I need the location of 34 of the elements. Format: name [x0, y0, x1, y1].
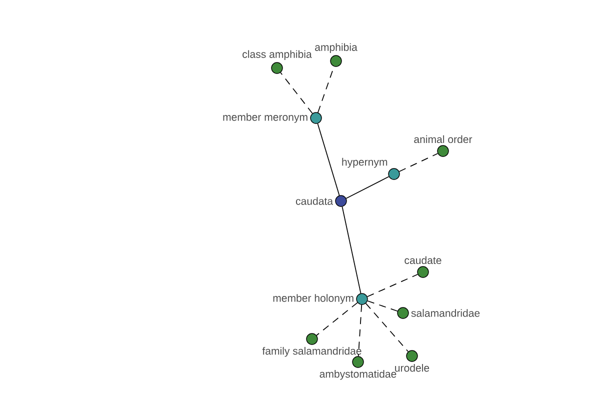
connector-line [346, 176, 390, 199]
dashed-line [280, 72, 313, 114]
node-label: animal order [414, 135, 472, 144]
graph-node: urodele [395, 350, 430, 372]
dashed-line [358, 304, 362, 357]
node-label: class amphibia [242, 50, 312, 60]
graph-node: animal order [414, 135, 472, 157]
node-label: caudate [404, 256, 442, 264]
graph-node: caudata [296, 195, 347, 207]
graph-node: family salamandridae [262, 333, 362, 357]
dashed-line [365, 302, 409, 352]
connector-line [317, 123, 340, 196]
node-label: hypernym [342, 158, 388, 168]
graph-node: member meronym [223, 112, 322, 124]
node-label: amphibia [315, 43, 358, 54]
dashed-line [316, 302, 358, 336]
graph-node: class amphibia [242, 50, 312, 74]
connector-line [342, 206, 362, 294]
dashed-line [366, 274, 418, 298]
graph-node: ambystomatidae [320, 356, 396, 380]
node-label: family salamandridae [262, 346, 362, 357]
node-label: ambystomatidae [320, 370, 396, 380]
graph-node: member holonym [273, 293, 368, 305]
node-label: urodele [395, 364, 430, 372]
graph-node: hypernym [342, 158, 400, 180]
dashed-line [398, 153, 438, 172]
node-label: member meronym [223, 113, 308, 123]
node-label: salamandridae [411, 309, 480, 317]
node-label: caudata [296, 197, 334, 205]
graph-node: amphibia [315, 43, 358, 67]
graph-node: salamandridae [397, 307, 480, 319]
node-label: member holonym [273, 294, 354, 304]
graph-node: caudate [404, 256, 442, 278]
dashed-line [367, 300, 398, 312]
